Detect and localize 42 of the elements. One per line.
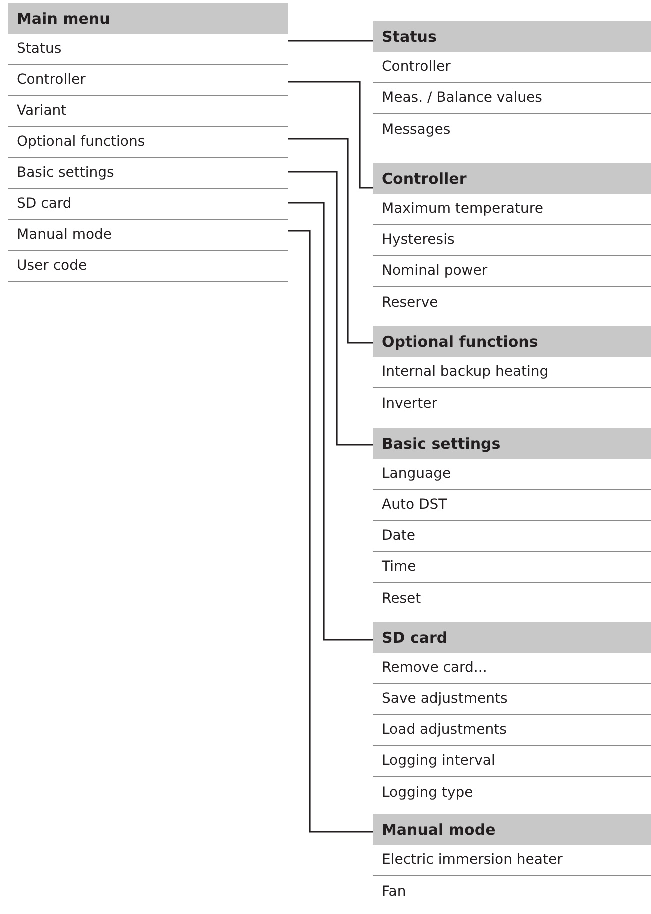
menu-item: Reserve: [373, 287, 651, 318]
menu-item: Variant: [8, 96, 288, 127]
menu-heading: SD card: [373, 622, 651, 653]
menu-item: Controller: [373, 52, 651, 83]
menu-item: Messages: [373, 114, 651, 145]
menu-item: Logging type: [373, 777, 651, 808]
connector-line: [288, 171, 373, 446]
menu-item: Language: [373, 459, 651, 490]
menu-heading: Manual mode: [373, 814, 651, 845]
menu-heading: Main menu: [8, 3, 288, 34]
connector-line: [288, 202, 373, 641]
menu-item: Optional functions: [8, 127, 288, 158]
connector-line: [288, 138, 373, 344]
menu-item: Remove card...: [373, 653, 651, 684]
connector-line: [288, 81, 373, 189]
menu-item: Basic settings: [8, 158, 288, 189]
menu-item: Meas. / Balance values: [373, 83, 651, 114]
menu-item: SD card: [8, 189, 288, 220]
menu-item: User code: [8, 251, 288, 282]
menu-item: Auto DST: [373, 490, 651, 521]
menu-item: Internal backup heating: [373, 357, 651, 388]
connector-line: [288, 40, 373, 42]
connector-line: [288, 230, 373, 833]
menu-item: Logging interval: [373, 746, 651, 777]
menu-item: Controller: [8, 65, 288, 96]
menu-item: Date: [373, 521, 651, 552]
menu-item: Maximum temperature: [373, 194, 651, 225]
menu-item: Load adjustments: [373, 715, 651, 746]
menu-item: Time: [373, 552, 651, 583]
menu-heading: Controller: [373, 163, 651, 194]
menu-item: Electric immersion heater: [373, 845, 651, 876]
menu-heading: Status: [373, 21, 651, 52]
menu-item: Manual mode: [8, 220, 288, 251]
menu-item: Status: [8, 34, 288, 65]
menu-heading: Basic settings: [373, 428, 651, 459]
menu-item: Nominal power: [373, 256, 651, 287]
menu-item: Inverter: [373, 388, 651, 419]
menu-item: Reset: [373, 583, 651, 614]
menu-item: Fan: [373, 876, 651, 907]
menu-item: Hysteresis: [373, 225, 651, 256]
menu-item: Save adjustments: [373, 684, 651, 715]
menu-heading: Optional functions: [373, 326, 651, 357]
